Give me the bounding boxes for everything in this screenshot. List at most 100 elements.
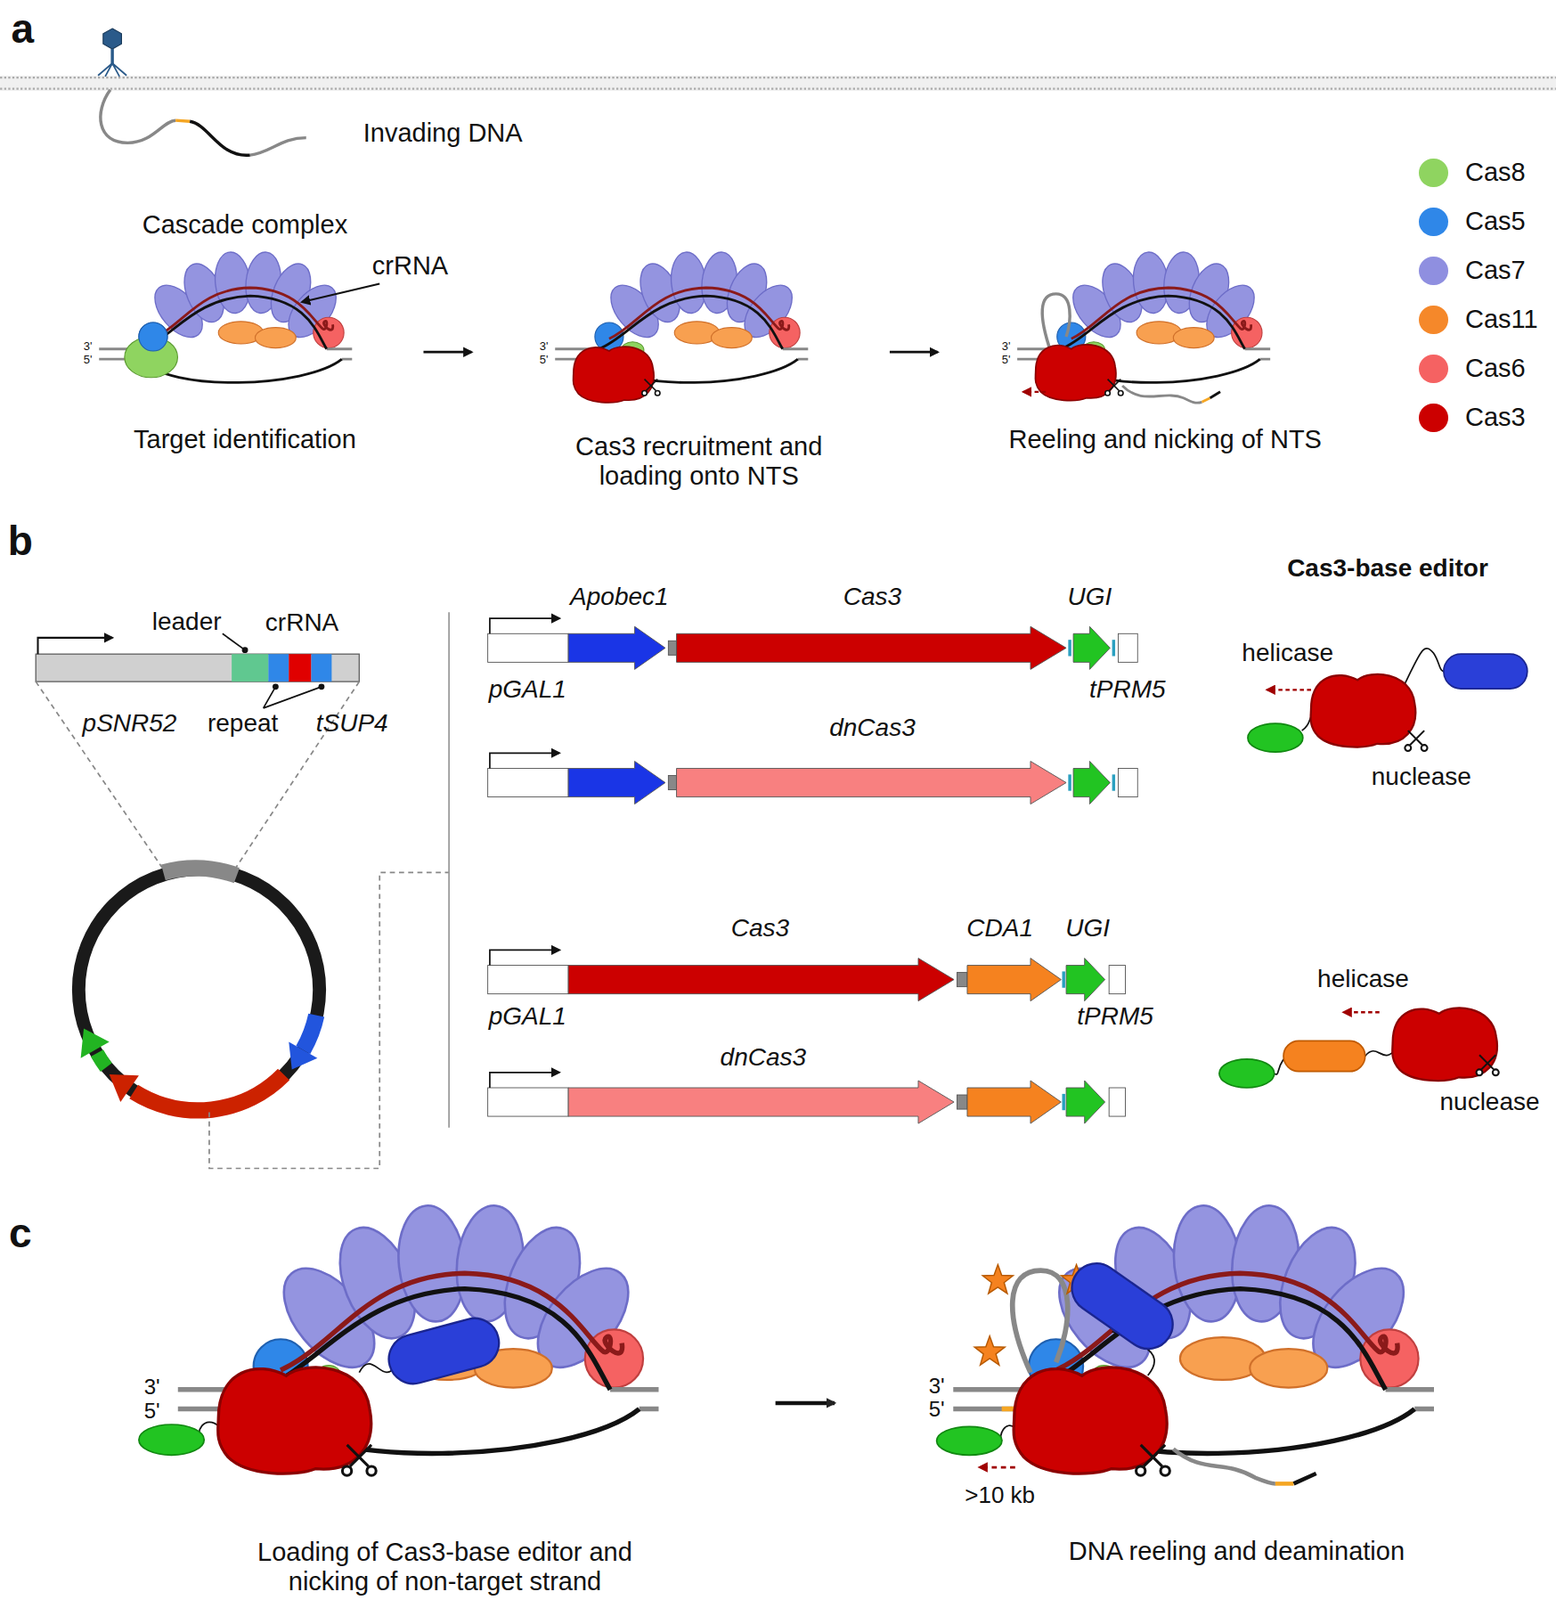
drawing-part xyxy=(1073,626,1110,669)
legend-text: Cas6 xyxy=(1465,353,1526,383)
label: helicase xyxy=(1317,964,1410,994)
drawing-part xyxy=(35,653,359,682)
drawing-part xyxy=(231,653,269,682)
drawing-part xyxy=(568,958,954,1002)
panel-c-right xyxy=(936,1202,1434,1484)
drawing-part xyxy=(1061,970,1065,987)
drawing-part xyxy=(967,1080,1061,1124)
drawing-part xyxy=(250,138,307,155)
drawing-part xyxy=(488,965,569,994)
drawing-part xyxy=(489,1072,560,1088)
phage xyxy=(97,28,127,77)
legend-swatch xyxy=(1418,403,1448,432)
label: b xyxy=(8,517,33,565)
drawing-part xyxy=(1034,344,1117,401)
drawing-part xyxy=(263,686,322,709)
drawing-part xyxy=(38,637,114,654)
label: tSUP4 xyxy=(316,708,389,738)
drawing-part xyxy=(1023,391,1046,393)
cascade-step1 xyxy=(98,250,380,383)
drawing-part xyxy=(1201,398,1210,403)
drawing-part xyxy=(342,1444,376,1475)
drawing-part xyxy=(1067,639,1071,656)
drawing-part xyxy=(1122,385,1202,403)
label: 5' xyxy=(1002,353,1011,367)
drawing-part xyxy=(242,646,249,653)
legend-text: Cas7 xyxy=(1465,255,1526,286)
drawing-part xyxy=(1061,1093,1065,1110)
label: Cas3 recruitment and loading onto NTS xyxy=(549,431,848,491)
label: dnCas3 xyxy=(829,713,916,742)
drawing-part xyxy=(1117,767,1138,797)
label: crRNA xyxy=(372,251,449,281)
panel-c-left xyxy=(138,1202,660,1476)
label: DNA reeling and deamination xyxy=(1068,1537,1405,1567)
legend-swatch xyxy=(1418,256,1448,286)
label: 5' xyxy=(144,1399,161,1425)
cascade-step3 xyxy=(1017,250,1271,403)
drawing-part xyxy=(1404,730,1427,751)
label: helicase xyxy=(1241,638,1334,668)
legend-swatch xyxy=(1418,158,1448,188)
drawing-part xyxy=(676,760,1068,804)
drawing-part xyxy=(268,653,289,682)
drawing-part xyxy=(162,867,237,875)
drawing-part xyxy=(982,1264,1013,1294)
drawing-part xyxy=(35,681,359,870)
label: dnCas3 xyxy=(720,1042,807,1072)
legend-text: Cas11 xyxy=(1465,304,1539,335)
drawing-part xyxy=(317,683,325,690)
drawing-part xyxy=(568,626,666,669)
drawing-part xyxy=(100,89,176,144)
label: nuclease xyxy=(1371,762,1472,791)
label: 5' xyxy=(928,1396,946,1422)
label: 3' xyxy=(539,340,549,354)
label: tPRM5 xyxy=(1076,1002,1154,1031)
label: leader xyxy=(152,607,222,636)
step-arrow xyxy=(889,350,938,354)
invading-dna xyxy=(100,89,307,156)
drawing-part xyxy=(974,1336,1005,1365)
legend-text: Cas8 xyxy=(1465,157,1526,188)
drawing-part xyxy=(1476,1054,1499,1076)
drawing-part xyxy=(209,871,449,1168)
label: pGAL1 xyxy=(488,1002,567,1031)
drawing-part xyxy=(189,121,251,155)
drawing-part xyxy=(382,1312,505,1390)
drawing-part xyxy=(568,1080,954,1124)
drawing-part xyxy=(1013,1367,1167,1474)
drawing-part xyxy=(1136,1444,1171,1475)
drawing-part xyxy=(78,869,319,1110)
label: Reeling and nicking of NTS xyxy=(1009,424,1322,455)
drawing-part xyxy=(1073,760,1110,804)
drawing-part xyxy=(1062,1253,1183,1358)
drawing-part xyxy=(1247,723,1304,752)
drawing-part xyxy=(668,640,677,655)
drawing-part xyxy=(448,611,450,1127)
label: Target identification xyxy=(133,424,357,455)
drawing-part xyxy=(1112,639,1116,656)
drawing-part xyxy=(133,1074,284,1110)
drawing-part xyxy=(1219,1059,1275,1088)
drawing-part xyxy=(568,760,666,804)
drawing-part xyxy=(488,767,569,797)
label: Cascade complex xyxy=(142,210,349,240)
drawing-part xyxy=(1210,391,1221,399)
drawing-part xyxy=(97,1052,106,1068)
drawing-part xyxy=(1403,648,1447,686)
label: Cas3 xyxy=(843,582,902,611)
drawing-part xyxy=(272,683,279,690)
label: repeat xyxy=(207,708,278,738)
label: Cas3-base editor xyxy=(1287,553,1489,583)
label: pGAL1 xyxy=(488,675,567,704)
drawing-part xyxy=(1294,1473,1317,1483)
drawing-part xyxy=(81,1028,110,1059)
legend-text: Cas5 xyxy=(1465,206,1526,237)
drawing-part xyxy=(110,48,114,66)
drawing-part xyxy=(288,1041,318,1069)
drawing-part xyxy=(302,1015,317,1051)
drawing-part xyxy=(1066,958,1106,1002)
drawing-part xyxy=(936,1425,1003,1455)
